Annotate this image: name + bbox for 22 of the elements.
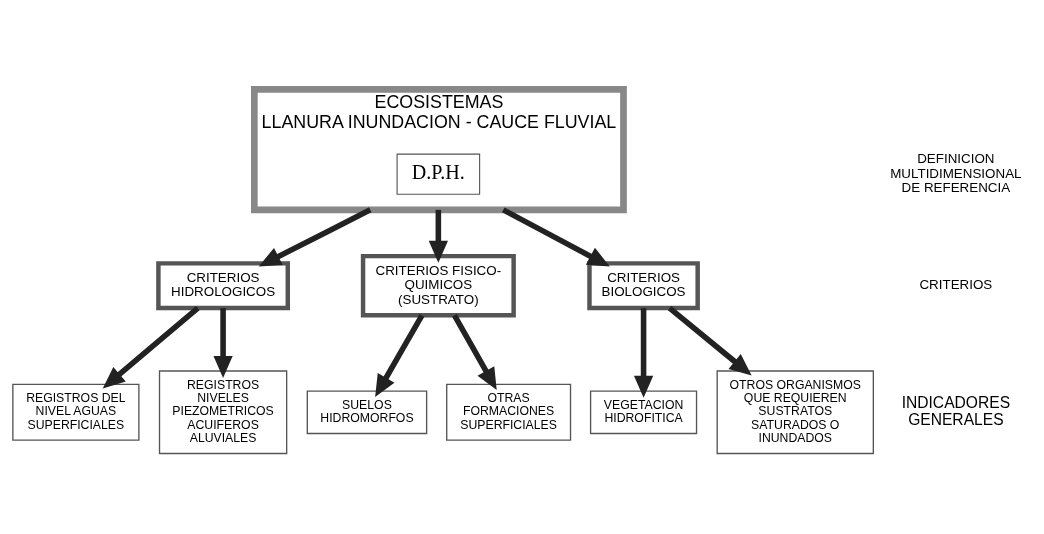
node-box: OTRAS FORMACIONES SUPERFICIALES (446, 383, 572, 441)
arrow (213, 308, 233, 378)
arrow (633, 308, 654, 398)
node-box: OTROS ORGANISMOS QUE REQUIEREN SUSTRATOS SATURADOS O INUNDADOS (716, 370, 874, 455)
node-box: CRITERIOS FISICO-QUIMICOS (SUSTRATO) (360, 253, 516, 318)
node-box: REGISTROS DEL NIVEL AGUAS SUPERFICIALES (12, 383, 140, 441)
node-box: VEGETACION HIDROFITICA (589, 390, 698, 435)
node-box: CRITERIOS BIOLOGICOS (587, 261, 700, 311)
arrow (452, 313, 497, 391)
node-box: CRITERIOS HIDROLOGICOS (156, 261, 290, 311)
arrow (375, 313, 425, 397)
arrow (102, 306, 200, 389)
node-box: D.P.H. (396, 153, 481, 195)
label: CRITERIOS (919, 277, 993, 293)
arrow (428, 209, 448, 263)
arrow (501, 207, 610, 267)
node-box: REGISTROS NIVELES PIEZOMETRICOS ACUIFEROS ALUVIALES (158, 370, 288, 455)
arrow (258, 207, 372, 267)
arrow (667, 306, 752, 376)
label: DEFINICION MULTIDIMENSIONAL DE REFERENCIA (890, 151, 1022, 196)
node-box: SUELOS HIDROMORFOS (306, 390, 428, 435)
label: INDICADORES GENERALES (901, 394, 1011, 428)
